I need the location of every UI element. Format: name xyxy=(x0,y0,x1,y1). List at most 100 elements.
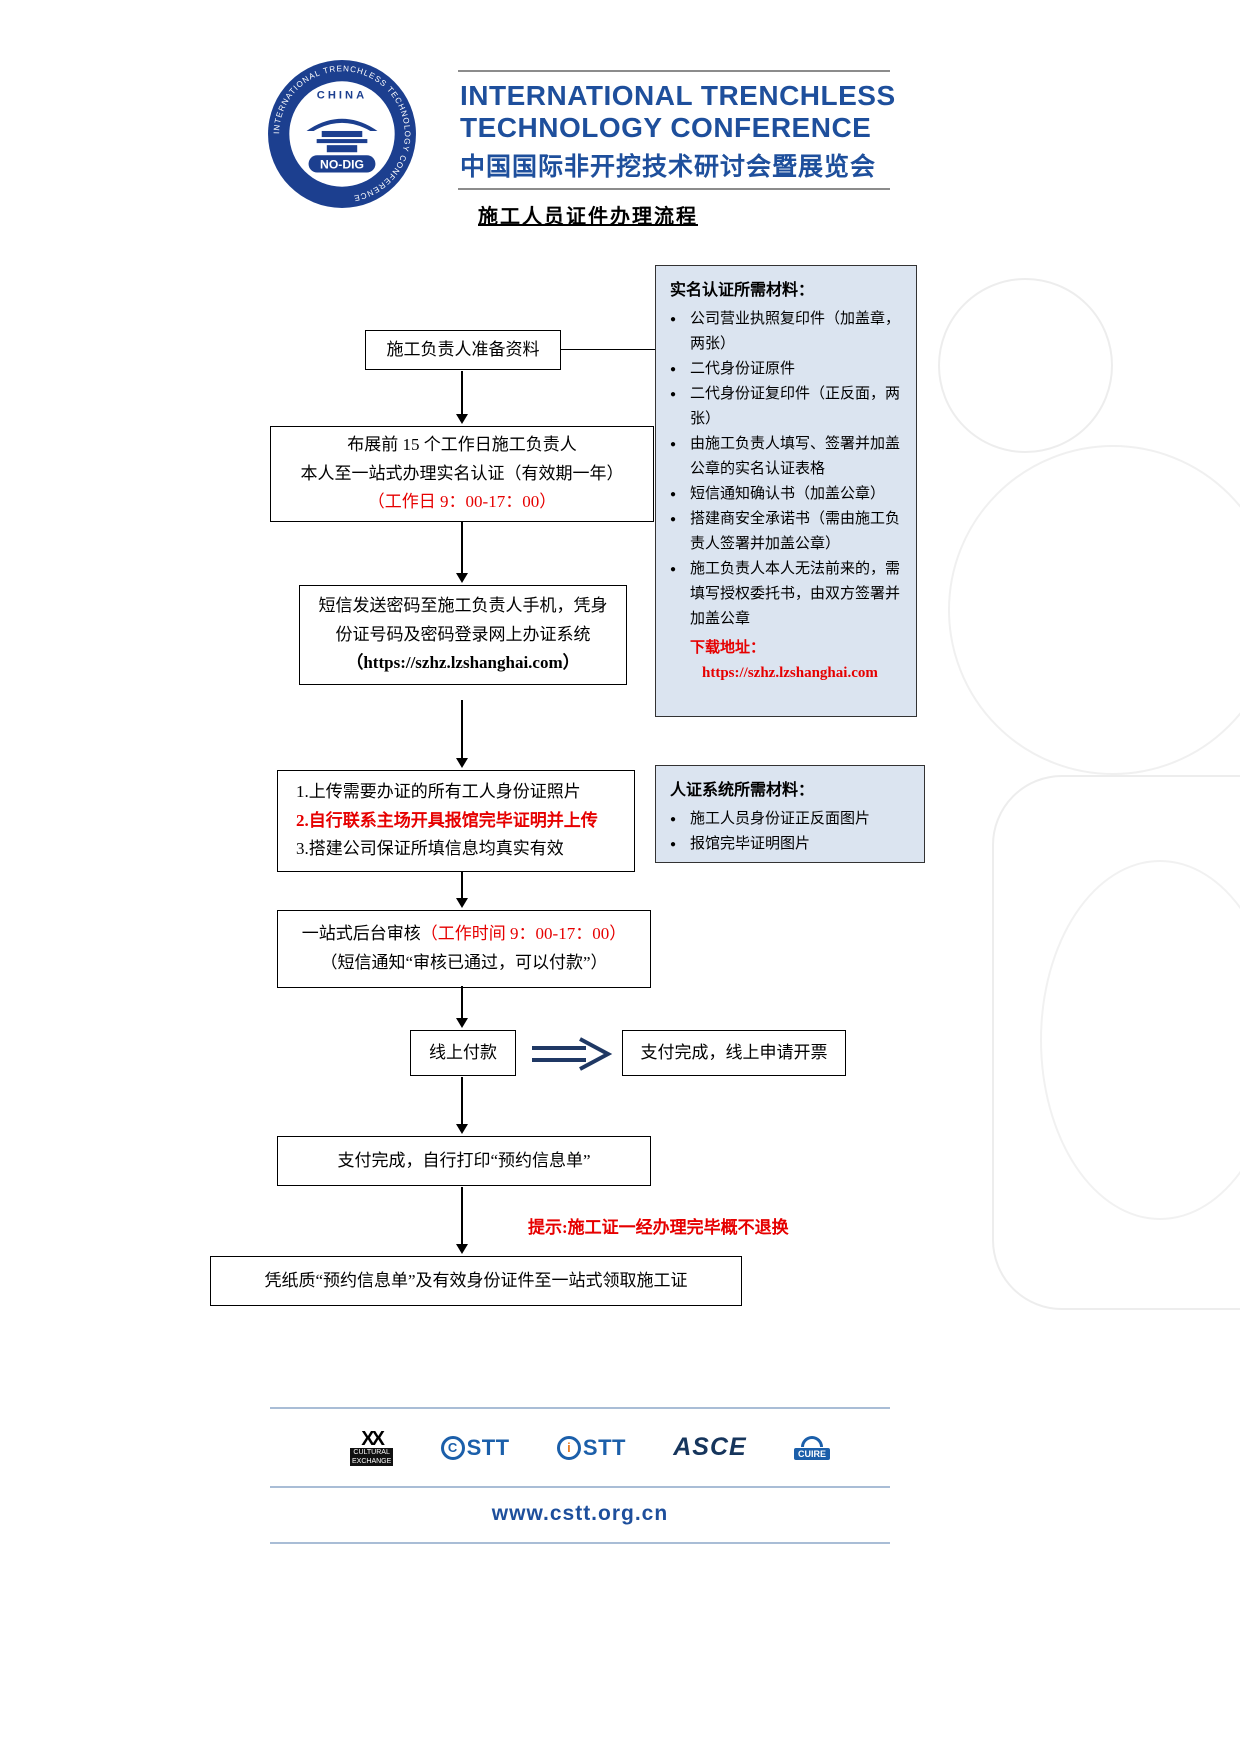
step-text: 短信发送密码至施工负责人手机，凭身 xyxy=(318,595,608,615)
flow-arrow-down-icon xyxy=(461,1077,463,1125)
bullet-icon: ● xyxy=(670,364,677,375)
step-text: 份证号码及密码登录网上办证系统 xyxy=(335,624,591,644)
list-item: ● 搭建商安全承诺书（需由施工负责人签署并加盖公章） xyxy=(670,507,902,557)
panel-title: 实名认证所需材料： xyxy=(670,282,815,299)
step-text: （短信通知“审核已通过，可以付款”） xyxy=(320,953,608,972)
flow-step-invoice: 支付完成，线上申请开票 xyxy=(622,1030,846,1076)
bullet-icon: ● xyxy=(670,564,677,575)
bullet-icon: ● xyxy=(670,489,677,500)
materials-list: ● 施工人员身份证正反面图片 ● 报馆完毕证明图片 xyxy=(670,807,910,857)
header-rule-top xyxy=(458,70,890,72)
step-text: 凭纸质“预约信息单”及有效身份证件至一站式领取施工证 xyxy=(264,1270,688,1290)
watermark-circle xyxy=(938,278,1113,453)
flow-arrow-down-icon xyxy=(461,1187,463,1245)
cuire-dome-icon xyxy=(800,1435,823,1447)
flow-step-prepare: 施工负责人准备资料 xyxy=(365,330,561,370)
list-item-text: 施工负责人本人无法前来的，需填写授权委托书，由双方签署并加盖公章 xyxy=(690,561,901,627)
footer-rule xyxy=(270,1542,890,1544)
flow-step-print-slip: 支付完成，自行打印“预约信息单” xyxy=(277,1136,651,1186)
list-item-text: 报馆完毕证明图片 xyxy=(690,836,811,852)
watermark-shape xyxy=(1040,860,1240,1220)
list-item-text: 二代身份证原件 xyxy=(690,361,796,377)
cultural-exchange-logo-icon: XX CULTURAL EXCHANGE xyxy=(350,1427,394,1466)
list-item-text: 搭建商安全承诺书（需由施工负责人签署并加盖公章） xyxy=(690,511,901,552)
list-item: ● 施工人员身份证正反面图片 xyxy=(670,807,910,832)
bullet-icon: ● xyxy=(670,839,677,850)
cuire-logo-text: CUIRE xyxy=(793,1447,830,1460)
list-item-text: 公司营业执照复印件（加盖章，两张） xyxy=(690,311,901,352)
conference-title-en-line1: INTERNATIONAL TRENCHLESS xyxy=(460,80,896,111)
step-text: 施工负责人准备资料 xyxy=(386,339,540,359)
flow-arrow-down-icon xyxy=(461,986,463,1019)
bullet-icon: ● xyxy=(670,514,677,525)
conference-title-cn: 中国国际非开挖技术研讨会暨展览会 xyxy=(460,154,877,181)
conference-title-en-line2: TECHNOLOGY CONFERENCE xyxy=(460,112,872,143)
connector-line xyxy=(561,349,655,350)
flow-step-review: 一站式后台审核（工作时间 9：00-17：00） （短信通知“审核已通过，可以付… xyxy=(277,910,651,988)
istt-logo-icon: i STT xyxy=(556,1434,626,1461)
list-item: ● 由施工负责人填写、签署并加盖公章的实名认证表格 xyxy=(670,432,902,482)
list-item-text: 二代身份证复印件（正反面，两张） xyxy=(690,386,901,427)
asce-logo-icon: ASCE xyxy=(673,1433,747,1461)
step-text: 一站式后台审核 xyxy=(301,924,421,944)
step-text: 支付完成，自行打印“预约信息单” xyxy=(337,1150,591,1170)
bullet-icon: ● xyxy=(670,314,677,325)
footer-rule xyxy=(270,1486,890,1488)
flow-arrow-down-icon xyxy=(461,700,463,759)
header-rule-bottom xyxy=(458,188,890,190)
footer-rule xyxy=(270,1407,890,1409)
flow-step-upload: 1.上传需要办证的所有工人身份证照片 2.自行联系主场开具报馆完毕证明并上传 3… xyxy=(277,770,635,872)
list-item-text: 由施工负责人填写、签署并加盖公章的实名认证表格 xyxy=(690,436,901,477)
system-url-link[interactable]: （https://szhz.lzshanghai.com） xyxy=(346,653,580,673)
istt-logo-text: STT xyxy=(582,1434,626,1460)
bullet-icon: ● xyxy=(670,389,677,400)
download-url-link[interactable]: https://szhz.lzshanghai.com xyxy=(702,665,878,681)
list-item: ● 施工负责人本人无法前来的，需填写授权委托书，由双方签署并加盖公章 xyxy=(670,557,902,632)
list-item-text: 施工人员身份证正反面图片 xyxy=(690,811,871,827)
partner-logos-row: XX CULTURAL EXCHANGE C STT i STT ASCE CU… xyxy=(350,1420,830,1475)
cstt-logo-text: STT xyxy=(466,1434,510,1460)
double-arrow-right-icon xyxy=(528,1036,614,1077)
step-text-red: （工作时间 9：00-17：00） xyxy=(420,924,627,944)
logo-country-text: CHINA xyxy=(317,90,367,102)
no-refund-notice: 提示:施工证一经办理完毕概不退换 xyxy=(528,1218,789,1237)
step-text-red: 2.自行联系主场开具报馆完毕证明并上传 xyxy=(296,810,598,830)
watermark-shape xyxy=(992,775,1240,1310)
website-link[interactable]: www.cstt.org.cn xyxy=(491,1502,669,1525)
download-label: 下载地址： xyxy=(690,640,766,656)
flow-step-collect-pass: 凭纸质“预约信息单”及有效身份证件至一站式领取施工证 xyxy=(210,1256,742,1306)
list-item: ● 报馆完毕证明图片 xyxy=(670,832,910,857)
step-text: 3.搭建公司保证所填信息均真实有效 xyxy=(296,839,564,859)
step-text: 本人至一站式办理实名认证（有效期一年） xyxy=(300,463,624,483)
list-item: ● 短信通知确认书（加盖公章） xyxy=(670,482,902,507)
cuire-logo-icon: CUIRE xyxy=(793,1435,830,1460)
step-text: 布展前 15 个工作日施工负责人 xyxy=(347,434,577,454)
flow-step-realname-auth: 布展前 15 个工作日施工负责人 本人至一站式办理实名认证（有效期一年） （工作… xyxy=(270,426,654,522)
step-text-red: （工作日 9：00-17：00） xyxy=(367,492,557,512)
nodig-conference-logo-icon: INTERNATIONAL TRENCHLESS TECHNOLOGY CONF… xyxy=(266,58,418,210)
flow-arrow-down-icon xyxy=(461,871,463,899)
step-text: 线上付款 xyxy=(429,1042,497,1062)
cultural-exchange-mark: XX xyxy=(361,1427,385,1450)
cultural-exchange-label: EXCHANGE xyxy=(350,1456,394,1466)
bullet-icon: ● xyxy=(670,814,677,825)
list-item: ● 公司营业执照复印件（加盖章，两张） xyxy=(670,307,902,357)
flow-arrow-down-icon xyxy=(461,521,463,574)
logo-badge-text: NO-DIG xyxy=(320,157,364,171)
watermark-circle xyxy=(948,445,1240,775)
flow-step-sms-login: 短信发送密码至施工负责人手机，凭身 份证号码及密码登录网上办证系统 （https… xyxy=(299,585,627,685)
cstt-circle-letter: C xyxy=(440,1435,465,1460)
cstt-logo-icon: C STT xyxy=(440,1434,510,1461)
page-title: 施工人员证件办理流程 xyxy=(478,206,698,228)
list-item: ● 二代身份证原件 xyxy=(670,357,902,382)
list-item-text: 短信通知确认书（加盖公章） xyxy=(690,486,886,502)
list-item: ● 二代身份证复印件（正反面，两张） xyxy=(670,382,902,432)
realname-materials-panel: 实名认证所需材料： ● 公司营业执照复印件（加盖章，两张） ● 二代身份证原件 ● 二… xyxy=(655,265,917,717)
istt-circle-letter: i xyxy=(556,1435,581,1460)
cultural-exchange-label: CULTURAL xyxy=(350,1447,394,1457)
panel-title: 人证系统所需材料： xyxy=(670,782,815,799)
bullet-icon: ● xyxy=(670,439,677,450)
materials-list: ● 公司营业执照复印件（加盖章，两张） ● 二代身份证原件 ● 二代身份证复印件（正反… xyxy=(670,307,902,632)
step-text: 1.上传需要办证的所有工人身份证照片 xyxy=(296,781,581,801)
